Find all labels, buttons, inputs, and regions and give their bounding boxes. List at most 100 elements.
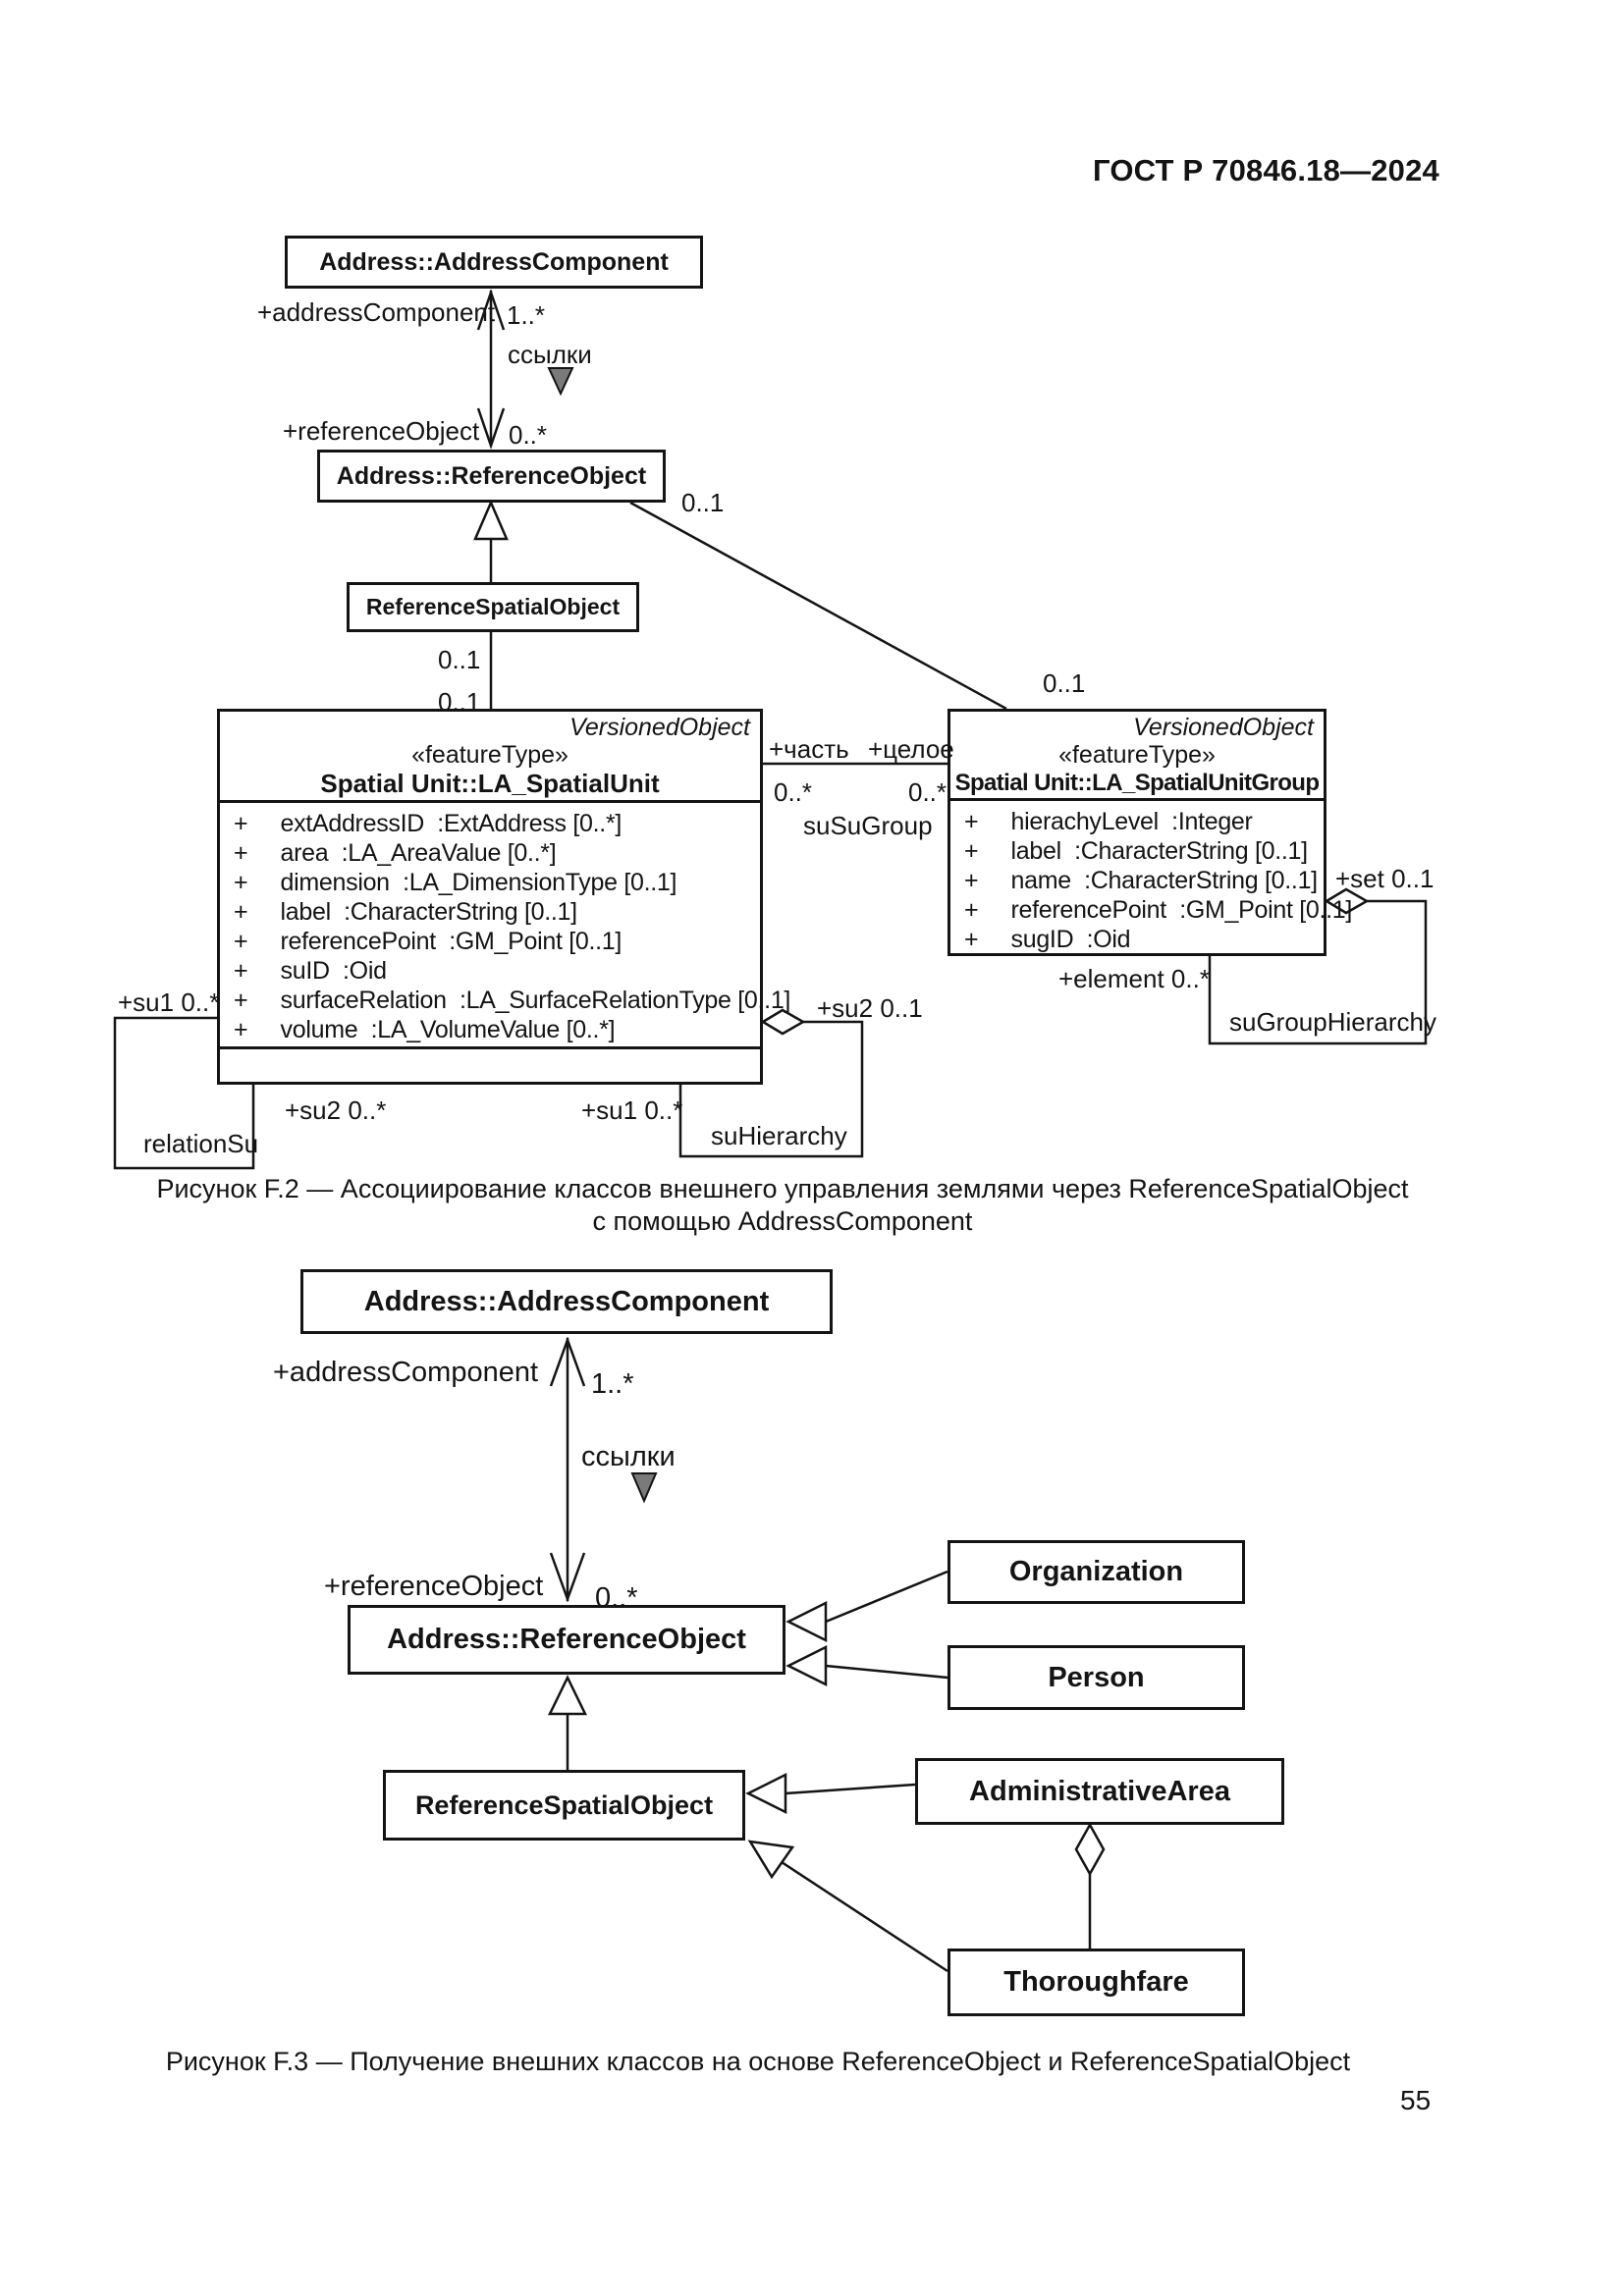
class-name: Organization xyxy=(1008,1556,1184,1587)
class-name: ReferenceSpatialObject xyxy=(414,1789,714,1820)
multiplicity-label: 1..* xyxy=(591,1368,634,1400)
role-label: +su1 0..* xyxy=(118,988,220,1017)
f2-assoc-referenceobject-spatialunitgroup xyxy=(629,501,1007,711)
class-thoroughfare: Thoroughfare xyxy=(947,1949,1245,2016)
association-name-label: relationSu xyxy=(143,1129,259,1158)
f3-generalization-person xyxy=(785,1644,948,1687)
f2-relationsu-loop xyxy=(113,1016,255,1170)
page-header: ГОСТ Р 70846.18—2024 xyxy=(1093,153,1439,187)
class-administrative-area: AdministrativeArea xyxy=(915,1758,1284,1825)
operations-compartment xyxy=(220,1046,760,1082)
aggregation-diamond-icon xyxy=(1074,1822,1106,1877)
class-address-component-f2: Address::AddressComponent xyxy=(285,236,703,289)
stereotype-label: «featureType» xyxy=(1058,741,1216,769)
dependency-name-label: ссылки xyxy=(581,1441,676,1472)
open-arrow-up-icon xyxy=(549,1336,586,1387)
attribute-row: + label :CharacterString [0..1] xyxy=(234,898,577,926)
class-name: ReferenceSpatialObject xyxy=(365,594,621,619)
class-title-compartment: VersionedObject «featureType» Spatial Un… xyxy=(950,712,1324,798)
open-arrow-down-icon xyxy=(476,407,506,450)
class-address-component-f3: Address::AddressComponent xyxy=(300,1269,833,1334)
attribute-row: + extAddressID :ExtAddress [0..*] xyxy=(234,810,623,837)
multiplicity-label: 0..1 xyxy=(681,488,725,517)
class-person: Person xyxy=(947,1645,1245,1710)
attributes-compartment: + extAddressID :ExtAddress [0..*]+ area … xyxy=(220,800,791,1046)
attribute-row: + area :LA_AreaValue [0..*] xyxy=(234,839,557,867)
class-name: Thoroughfare xyxy=(1003,1966,1189,1998)
role-label: +addressComponent xyxy=(273,1357,539,1388)
generalization-triangle-icon xyxy=(785,1644,828,1687)
role-label: +su1 0..* xyxy=(581,1095,683,1125)
class-name: Person xyxy=(1048,1661,1145,1693)
role-label: +referenceObject xyxy=(283,416,480,446)
class-reference-spatial-object-f3: ReferenceSpatialObject xyxy=(383,1770,745,1841)
class-name: Spatial Unit::LA_SpatialUnitGroup xyxy=(954,770,1320,796)
figure-f2-caption-line2: с помощью AddressComponent xyxy=(592,1206,973,1236)
f3-aggregation-administrativearea-thoroughfare xyxy=(1074,1822,1106,1949)
attribute-row: + dimension :LA_DimensionType [0..1] xyxy=(234,869,677,896)
class-name: AdministrativeArea xyxy=(969,1775,1230,1807)
aggregation-diamond-icon xyxy=(1324,887,1370,915)
open-arrow-down-icon xyxy=(549,1552,586,1603)
f2-association-addresscomponent-referenceobject xyxy=(476,289,574,450)
attributes-compartment: + hierachyLevel :Integer+ label :Charact… xyxy=(950,798,1353,954)
multiplicity-label: 0..* xyxy=(908,777,947,807)
stereotype-label: «featureType» xyxy=(411,741,568,769)
class-reference-object-f2: Address::ReferenceObject xyxy=(317,450,666,503)
multiplicity-label: 0..1 xyxy=(1043,668,1086,698)
attribute-row: + hierachyLevel :Integer xyxy=(964,808,1253,835)
f2-suhierarchy-loop xyxy=(678,1008,864,1158)
class-name: Spatial Unit::LA_SpatialUnit xyxy=(320,769,660,798)
role-label: +su2 0..* xyxy=(285,1095,387,1125)
open-arrow-up-icon xyxy=(476,289,506,331)
generalization-triangle-icon xyxy=(747,1840,795,1880)
attribute-row: + sugID :Oid xyxy=(964,926,1131,953)
multiplicity-label: 0..* xyxy=(774,777,813,807)
class-name: Address::ReferenceObject xyxy=(387,1624,746,1655)
multiplicity-label: 1..* xyxy=(507,300,546,330)
dependency-direction-icon xyxy=(547,367,574,397)
association-name-label: suGroupHierarchy xyxy=(1229,1007,1436,1037)
attribute-row: + suID :Oid xyxy=(234,957,387,985)
class-organization: Organization xyxy=(947,1540,1245,1604)
multiplicity-label: 0..1 xyxy=(438,687,481,717)
figure-f2-caption-line1: Рисунок F.2 — Ассоциирование классов вне… xyxy=(156,1174,1409,1203)
class-reference-object-f3: Address::ReferenceObject xyxy=(348,1605,785,1675)
f3-generalization-rso-referenceobject xyxy=(548,1675,587,1770)
role-label: +целое xyxy=(868,734,954,764)
multiplicity-label: 0..* xyxy=(509,420,548,450)
role-label: +set 0..1 xyxy=(1335,864,1435,893)
association-name-label: suHierarchy xyxy=(711,1121,847,1150)
f3-generalization-administrativearea xyxy=(745,1772,916,1815)
class-name: Address::AddressComponent xyxy=(319,247,669,276)
supertype-label: VersionedObject xyxy=(1133,714,1314,741)
multiplicity-label: 0..* xyxy=(595,1582,638,1614)
attribute-row: + name :CharacterString [0..1] xyxy=(964,867,1318,894)
class-la-spatial-unit-group: VersionedObject «featureType» Spatial Un… xyxy=(947,709,1353,956)
generalization-triangle-icon xyxy=(785,1600,828,1643)
f2-sugrouphierarchy-loop xyxy=(1208,887,1428,1045)
role-label: +su2 0..1 xyxy=(817,993,923,1023)
attribute-row: + referencePoint :GM_Point [0..1] xyxy=(234,928,623,955)
class-title-compartment: VersionedObject «featureType» Spatial Un… xyxy=(220,712,760,800)
class-name: Address::AddressComponent xyxy=(363,1285,770,1317)
page-number: 55 xyxy=(1400,2085,1432,2115)
attribute-row: + volume :LA_VolumeValue [0..*] xyxy=(234,1016,616,1043)
f2-generalization-rso-referenceobject xyxy=(473,499,509,582)
role-label: +referenceObject xyxy=(324,1571,544,1602)
generalization-triangle-icon xyxy=(548,1675,587,1716)
f3-association-addresscomponent-referenceobject xyxy=(549,1336,658,1603)
attribute-row: + label :CharacterString [0..1] xyxy=(964,837,1308,865)
supertype-label: VersionedObject xyxy=(569,714,750,741)
role-label: +element 0..* xyxy=(1058,964,1210,993)
generalization-triangle-icon xyxy=(473,499,509,541)
class-reference-spatial-object-f2: ReferenceSpatialObject xyxy=(347,582,639,632)
attribute-row: + surfaceRelation :LA_SurfaceRelationTyp… xyxy=(234,987,791,1014)
role-label: +addressComponent xyxy=(257,297,496,327)
class-la-spatial-unit: VersionedObject «featureType» Spatial Un… xyxy=(217,709,791,1085)
attribute-row: + referencePoint :GM_Point [0..1] xyxy=(964,896,1353,924)
dependency-direction-icon xyxy=(630,1472,658,1504)
f3-generalization-organization xyxy=(785,1570,948,1643)
